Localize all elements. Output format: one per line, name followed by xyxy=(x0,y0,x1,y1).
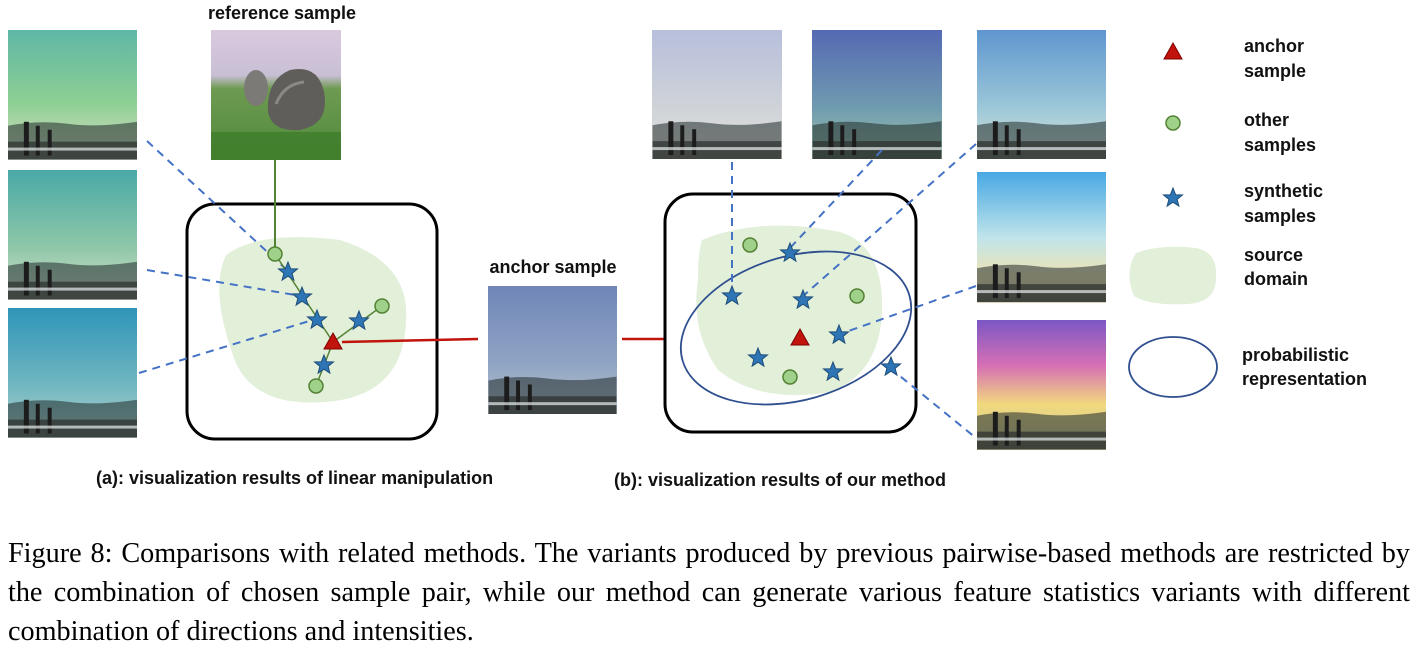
top-thumbnail-2 xyxy=(812,30,942,159)
legend-source-icon xyxy=(1129,246,1217,305)
legend-probabilistic-line1: probabilistic xyxy=(1242,345,1349,365)
other-sample-marker xyxy=(308,378,324,394)
left-thumbnail-1 xyxy=(8,30,137,160)
top-thumbnail-1 xyxy=(652,30,782,159)
anchor-sample-marker xyxy=(790,327,810,346)
dashed-link-8 xyxy=(889,367,977,439)
legend-synthetic-line1: synthetic xyxy=(1244,181,1323,201)
dashed-link-6 xyxy=(802,143,977,297)
anchor-sample-label: anchor sample xyxy=(489,257,616,277)
panel-a-title: (a): visualization results of linear man… xyxy=(96,468,493,488)
other-sample-marker xyxy=(267,246,283,262)
legend-synthetic-icon xyxy=(1163,187,1183,207)
other-sample-marker xyxy=(782,369,798,385)
legend-anchor-icon xyxy=(1163,41,1183,60)
anchor-link-a xyxy=(341,337,479,344)
dashed-link-1 xyxy=(146,140,289,272)
reference-sample-label: reference sample xyxy=(208,3,356,23)
legend-probabilistic-line2: representation xyxy=(1242,369,1367,389)
left-thumbnail-3 xyxy=(8,308,137,438)
legend-probabilistic-icon xyxy=(1128,336,1218,398)
right-thumbnail-2 xyxy=(977,172,1106,303)
dashed-link-2 xyxy=(146,269,302,297)
legend-other-icon xyxy=(1165,115,1181,131)
other-sample-marker xyxy=(374,298,390,314)
legend-anchor-line2: sample xyxy=(1244,61,1306,81)
legend-source-line1: source xyxy=(1244,245,1303,265)
other-sample-marker xyxy=(742,237,758,253)
figure: reference sample anchor sample xyxy=(8,3,1367,490)
legend-synthetic-line2: samples xyxy=(1244,206,1316,226)
legend-other-line2: samples xyxy=(1244,135,1316,155)
legend-anchor-line1: anchor xyxy=(1244,36,1304,56)
left-thumbnail-2 xyxy=(8,170,137,300)
figure-caption: Figure 8: Comparisons with related metho… xyxy=(8,538,1410,647)
anchor-sample-image xyxy=(488,286,617,414)
anchor-sample-marker xyxy=(323,331,343,350)
legend-source-line2: domain xyxy=(1244,269,1308,289)
right-thumbnail-3 xyxy=(977,320,1106,450)
panel-b-title: (b): visualization results of our method xyxy=(614,470,946,490)
probabilistic-ellipse xyxy=(679,250,913,406)
dashed-link-7 xyxy=(839,285,977,335)
legend: anchor sample other samples synthetic sa… xyxy=(1128,36,1367,398)
legend-other-line1: other xyxy=(1244,110,1289,130)
dashed-link-5 xyxy=(789,149,883,249)
dashed-link-3 xyxy=(138,318,317,374)
reference-sample-image xyxy=(211,30,341,160)
other-sample-marker xyxy=(849,288,865,304)
right-thumbnail-1 xyxy=(977,30,1106,159)
